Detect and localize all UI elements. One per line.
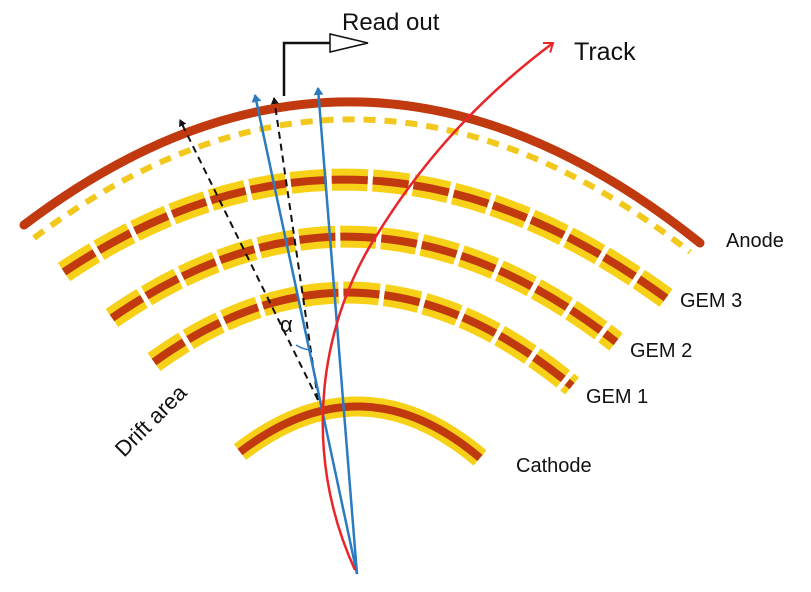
track-curve — [321, 41, 555, 571]
gem1-label: GEM 1 — [586, 386, 648, 408]
gem2-label: GEM 2 — [630, 340, 692, 362]
cathode-label: Cathode — [516, 455, 592, 477]
gem3-foil — [57, 168, 673, 307]
ray-lines — [251, 87, 359, 575]
track-label: Track — [574, 38, 636, 66]
readout-symbol — [282, 33, 369, 96]
anode-electrode — [19, 97, 705, 255]
gem3-label: GEM 3 — [680, 290, 742, 312]
gem1-foil — [147, 281, 580, 395]
anode-label: Anode — [726, 230, 784, 252]
read-out-label: Read out — [342, 9, 440, 36]
gem2-foil — [105, 225, 623, 351]
alpha-label: α — [280, 312, 293, 337]
drift-area-label: Drift area — [110, 379, 192, 461]
cathode-electrode — [233, 396, 487, 466]
readout-amplifier-icon — [329, 33, 369, 53]
alpha-angle-arc — [295, 344, 313, 351]
